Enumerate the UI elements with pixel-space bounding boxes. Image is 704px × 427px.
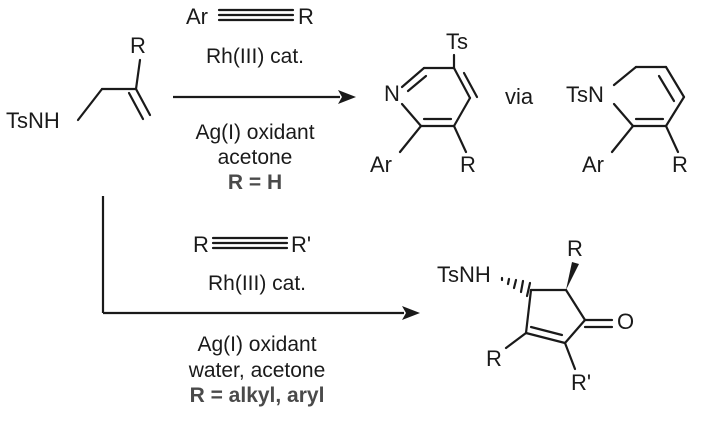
cyclopentenone-r-left-label: R — [486, 346, 502, 371]
cyclopentenone-bond-c2-rprime — [563, 341, 577, 371]
pyridine-bond-c2-n — [400, 102, 423, 128]
bottom-catalyst-label: Rh(III) cat. — [208, 272, 306, 295]
bottom-alkyne-rprime-label: R' — [291, 232, 311, 257]
start-r-label: R — [130, 33, 146, 58]
cyclopentenone-bond-c3-c2 — [563, 318, 587, 345]
hash-3 — [512, 278, 518, 290]
pyridine-n-label: N — [384, 81, 400, 106]
cyclopentenone-bond-c2-c1 — [524, 331, 567, 345]
top-catalyst-label: Rh(III) cat. — [206, 45, 304, 68]
pyridine-bond-n-c6-double — [406, 74, 428, 93]
cyclopentenone-rprime-label: R' — [571, 370, 591, 395]
via-label: via — [505, 84, 534, 109]
cyclopentenone-hashed-wedge — [500, 276, 532, 298]
top-r-condition-label: R = H — [228, 171, 282, 194]
intermediate-bond-ch-c3 — [664, 95, 686, 128]
pyridine-r-label: R — [460, 152, 476, 177]
bottom-r-condition-label: R = alkyl, aryl — [190, 384, 325, 407]
intermediate-tsn-label: TsN — [566, 82, 604, 107]
cyclopentenone-o-label: O — [617, 309, 634, 334]
intermediate-r-label: R — [672, 152, 688, 177]
intermediate-ar-label: Ar — [582, 152, 604, 177]
top-arrow-head — [338, 90, 356, 104]
pyridine-bond-c5-c4-double — [462, 71, 479, 99]
intermediate-bond-c2-ar — [610, 124, 635, 154]
cyclopentenone-bond-c4-c3 — [564, 288, 587, 322]
top-reaction: Ar R Rh(III) cat. Ag(I) oxidant acetone … — [173, 4, 356, 194]
top-alkyne-ar-label: Ar — [186, 4, 208, 29]
cyclopentenone-r-top-label: R — [567, 236, 583, 261]
intermediate-bond-c2-n — [612, 102, 635, 128]
cyclopentenone-bond-c1-r — [504, 331, 528, 350]
bond-n-ch2 — [76, 87, 104, 122]
top-solvent-label: acetone — [218, 146, 293, 169]
cyclopentenone-bond-c2-c1-double — [529, 325, 564, 337]
pyridine-product: Ts N Ar R — [370, 29, 479, 177]
bottom-reaction: R R' Rh(III) cat. Ag(I) oxidant water, a… — [101, 196, 420, 407]
pyridine-bond-c5-c4 — [452, 66, 472, 100]
bond-vinyl-2 — [127, 91, 145, 121]
intermediate-bond-n-ch2 — [612, 65, 638, 87]
bond-vinyl-1 — [134, 87, 152, 117]
cyclopentenone-solid-wedge — [566, 262, 579, 290]
pyridine-bond-n-c6 — [400, 66, 426, 89]
dihydropyridine-intermediate: TsN Ar R — [566, 65, 688, 177]
bottom-oxidant-label: Ag(I) oxidant — [197, 333, 316, 356]
hash-2 — [506, 277, 511, 286]
bottom-arrow-head — [402, 306, 420, 320]
pyridine-ts-label: Ts — [446, 29, 468, 54]
top-oxidant-label: Ag(I) oxidant — [195, 121, 314, 144]
bond-c-r — [134, 58, 142, 91]
pyridine-bond-c2-ar — [398, 124, 423, 154]
cyclopentenone-product: TsNH R O R R' — [437, 236, 634, 395]
starting-material: TsNH R — [6, 33, 152, 133]
bottom-solvent-label: water, acetone — [188, 359, 326, 382]
cyclopentenone-bond-c1-c5 — [524, 288, 533, 335]
pyridine-bond-c4-c3 — [452, 96, 472, 128]
intermediate-bond-ch-ch — [664, 65, 686, 99]
hash-4 — [519, 279, 525, 294]
intermediate-bond-c3-r — [664, 124, 680, 154]
pyridine-bond-c3-r — [452, 124, 468, 154]
intermediate-bond-ch-ch-double — [657, 74, 676, 103]
start-tsnh-label: TsNH — [6, 108, 60, 133]
bottom-alkyne-r-label: R — [193, 232, 209, 257]
top-alkyne-r-label: R — [298, 4, 314, 29]
pyridine-ar-label: Ar — [370, 152, 392, 177]
hash-5 — [525, 281, 532, 298]
cyclopentenone-tsnh-label: TsNH — [437, 262, 491, 287]
